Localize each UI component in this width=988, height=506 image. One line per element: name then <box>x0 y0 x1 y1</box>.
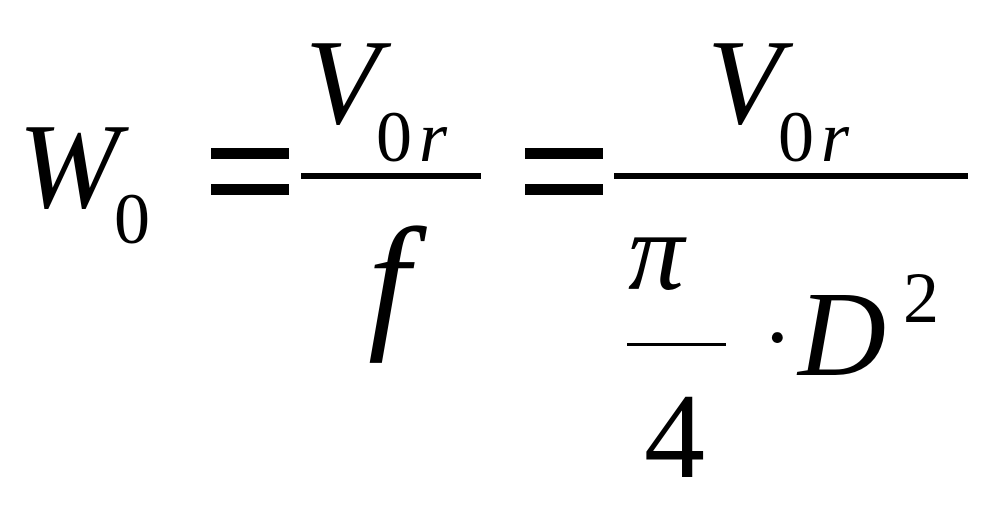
equals-sign-2-bottom-bar <box>525 184 603 195</box>
denominator-exponent-two: 2 <box>903 258 939 338</box>
equals-sign-1-top-bar <box>211 148 289 159</box>
fraction-2-bar <box>614 173 968 179</box>
lhs-subscript-zero: 0 <box>114 179 150 259</box>
equals-sign-2-top-bar <box>525 148 603 159</box>
fraction-1-denominator-f: f <box>368 198 410 364</box>
fraction-2-numerator-v: V <box>707 15 782 150</box>
fraction-1-numerator-subscript-zero: 0 <box>376 97 412 177</box>
fraction-2-numerator-subscript-zero: 0 <box>778 97 814 177</box>
inner-fraction-bar <box>627 343 726 346</box>
inner-fraction-denominator-four: 4 <box>644 369 705 504</box>
inner-fraction-numerator-pi: π <box>628 190 685 314</box>
lhs-variable-w: W <box>18 99 120 234</box>
fraction-2-numerator-subscript-r: r <box>821 97 850 177</box>
fraction-1-bar <box>301 173 481 179</box>
equals-sign-1-bottom-bar <box>211 184 289 195</box>
fraction-1-numerator-v: V <box>305 15 380 150</box>
fraction-1-numerator-subscript-r: r <box>419 97 448 177</box>
multiplication-dot: · <box>762 286 793 388</box>
denominator-variable-d: D <box>798 267 887 402</box>
